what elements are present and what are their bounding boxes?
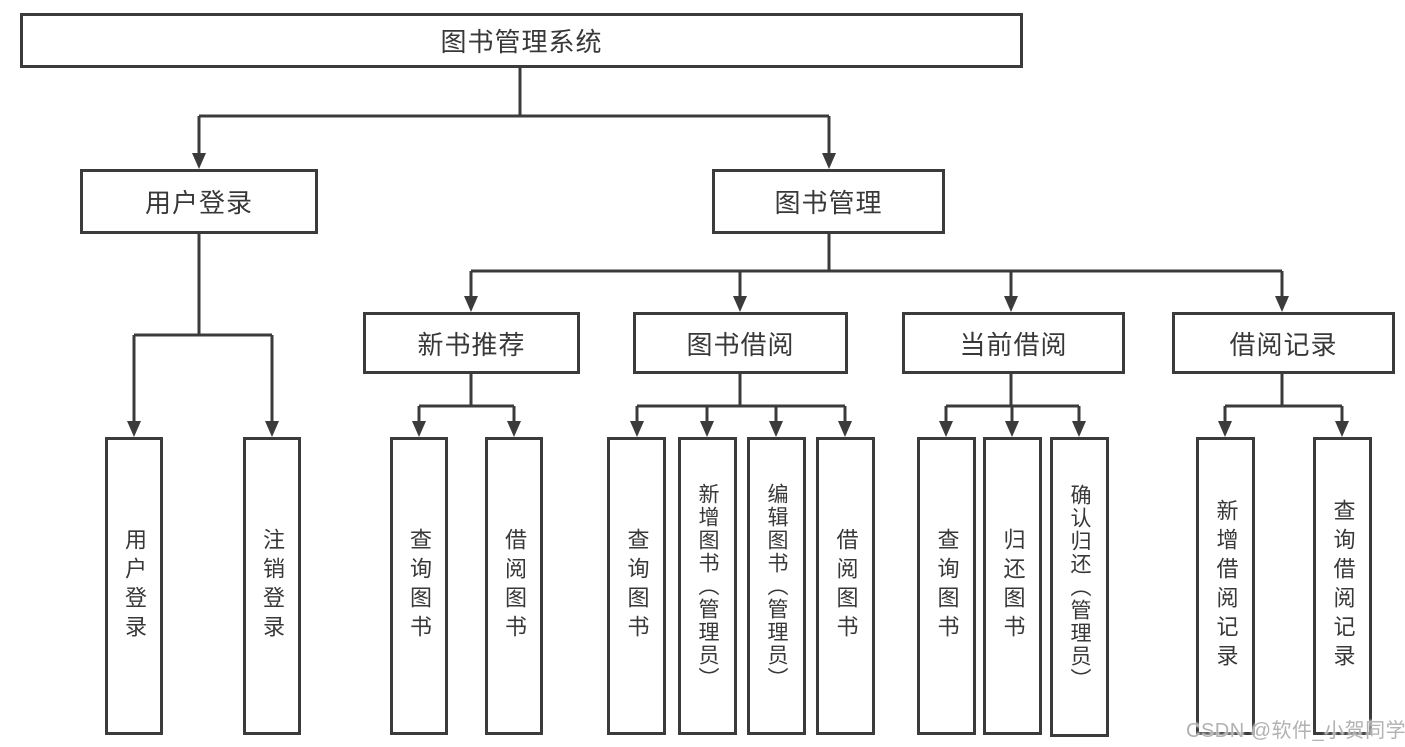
node-new-book-recommend: 新书推荐: [363, 312, 580, 374]
leaf-edit-books-admin: 编辑图书（管理员）: [747, 437, 806, 735]
leaf-query-books-current: 查询图书: [917, 437, 976, 735]
node-current-borrowing: 当前借阅: [902, 312, 1125, 374]
leaf-query-borrowing-record: 查询借阅记录: [1313, 437, 1372, 735]
node-user-login: 用户登录: [80, 169, 318, 234]
leaf-add-borrowing-record: 新增借阅记录: [1196, 437, 1255, 735]
node-book-management: 图书管理: [712, 169, 945, 234]
leaf-label: 注销登录: [260, 528, 285, 644]
leaf-label: 归还图书: [1000, 528, 1026, 644]
leaf-logout: 注销登录: [243, 437, 301, 735]
leaf-label: 新增图书（管理员）: [696, 482, 719, 690]
leaf-user-login: 用户登录: [105, 437, 163, 735]
node-label: 图书管理: [774, 188, 883, 218]
leaf-label: 新增借阅记录: [1213, 499, 1239, 673]
leaf-label: 用户登录: [122, 528, 147, 644]
leaf-label: 查询图书: [624, 528, 650, 644]
leaf-label: 编辑图书（管理员）: [765, 482, 788, 690]
leaf-query-books-recommend: 查询图书: [390, 437, 448, 735]
leaf-label: 借阅图书: [502, 528, 527, 644]
leaf-return-books: 归还图书: [983, 437, 1042, 735]
leaf-add-books-admin: 新增图书（管理员）: [678, 437, 737, 735]
leaf-label: 查询图书: [934, 528, 960, 644]
node-label: 借阅记录: [1229, 329, 1338, 360]
csdn-watermark: CSDN @软件_小贺同学: [1186, 720, 1405, 742]
node-label: 当前借阅: [959, 329, 1068, 360]
leaf-confirm-return-admin: 确认归还（管理员）: [1050, 437, 1109, 737]
node-label: 用户登录: [144, 188, 253, 218]
leaf-label: 确认归还（管理员）: [1068, 483, 1091, 691]
node-label: 图书管理系统: [440, 27, 603, 57]
node-root-library-management-system: 图书管理系统: [20, 13, 1023, 68]
node-borrowing-records: 借阅记录: [1172, 312, 1395, 374]
leaf-query-books-borrowing: 查询图书: [607, 437, 666, 735]
node-book-borrowing: 图书借阅: [633, 312, 848, 374]
leaf-borrow-books: 借阅图书: [816, 437, 875, 735]
leaf-label: 查询图书: [407, 528, 432, 644]
leaf-label: 借阅图书: [833, 528, 859, 644]
node-label: 新书推荐: [417, 329, 526, 360]
leaf-label: 查询借阅记录: [1330, 499, 1356, 673]
node-label: 图书借阅: [686, 329, 795, 360]
leaf-borrow-books-recommend: 借阅图书: [485, 437, 543, 735]
